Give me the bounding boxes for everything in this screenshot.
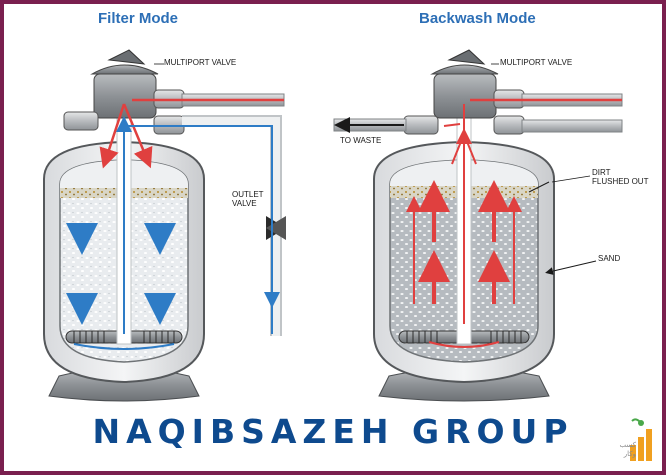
outlet-valve-label: OUTLET VALVE [232,190,264,208]
group-name-banner: NAQIBSAZEH GROUP [92,412,574,451]
logo-badge-icon [630,418,652,461]
multiport-valve-label-left: MULTIPORT VALVE [164,58,237,67]
to-waste-label: TO WASTE [340,136,382,145]
sand-label: SAND [598,254,621,263]
logo-badge-text: کسب وکار [620,441,636,459]
logo-badge-line2: وکار [623,450,636,458]
multiport-valve-label-right: MULTIPORT VALVE [500,58,573,67]
dirt-flushed-out-label: DIRT FLUSHED OUT [592,168,649,186]
backwash-mode-title: Backwash Mode [419,10,536,27]
backwash-mode-flow-arrows [334,98,622,348]
filter-mode-flow-arrows [66,98,284,350]
label-leader-lines [154,63,591,183]
filter-diagram-illustration [43,49,623,402]
logo-badge-line1: کسب [619,441,636,449]
filter-mode-title: Filter Mode [98,10,179,27]
backwash-mode-tank [333,49,623,402]
